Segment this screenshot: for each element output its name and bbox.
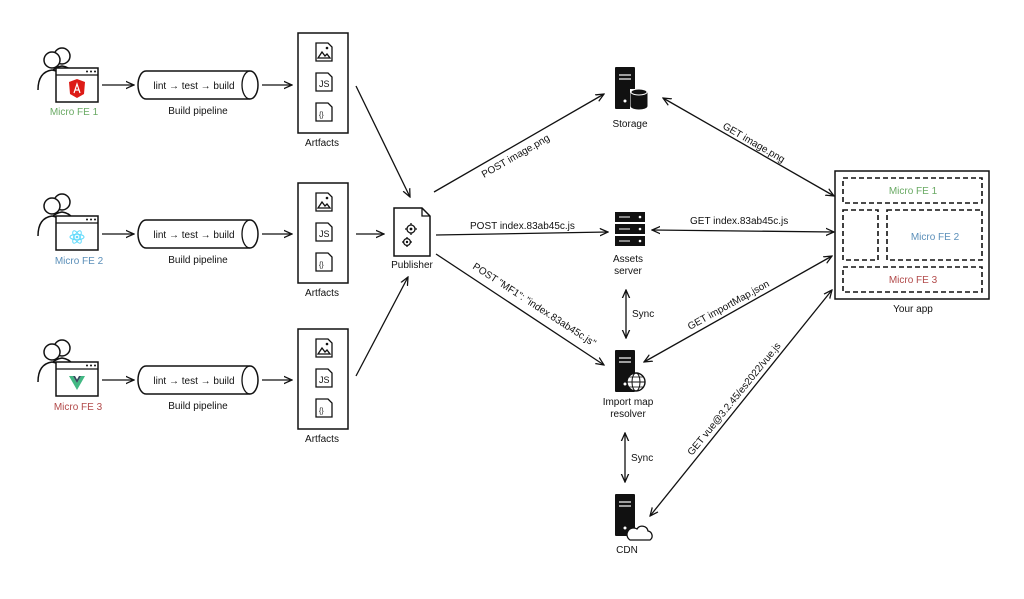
edge-publisher-storage [433,94,604,193]
edge-publisher-assets [435,232,608,235]
edge-label-get-importmap: GET importMap.json [686,279,771,333]
importmap-label-line1: Import map [603,397,654,408]
pipeline-steps: lint → test → build [153,376,234,387]
publisher-label: Publisher [391,260,433,271]
pipeline-caption: Build pipeline [168,401,228,412]
server-cloud-icon [614,493,653,541]
your-app-window [834,170,990,300]
app-region-fe2: Micro FE 2 [911,232,960,243]
pipeline-steps: lint → test → build [153,81,234,92]
build-pipeline-1: lint → test → build [137,70,259,100]
edge-app-importmap [644,256,832,362]
server-rack-icon [615,212,645,246]
artifacts-caption: Artfacts [305,288,339,299]
storage-label: Storage [612,119,647,130]
edge-label-post-index: POST index.83ab45c.js [470,221,575,232]
edge-app-cdn [650,290,832,516]
assets-label-line1: Assets [613,254,643,265]
edge-label-sync-1: Sync [632,309,654,320]
edge-label-post-mf1: POST "MF1": "index.83ab45c.js" [470,261,598,349]
edge-label-post-image: POST image.png [480,133,552,181]
artifacts-box-3: JS [297,328,349,430]
assets-label-line2: server [614,266,642,277]
artifacts-caption: Artfacts [305,434,339,445]
importmap-label-line2: resolver [610,409,646,420]
server-globe-icon [614,349,646,393]
team-label-3: Micro FE 3 [54,402,103,413]
cdn-label: CDN [616,545,638,556]
artifacts-box-2: JS [297,182,349,284]
js-file-label: JS [319,375,330,385]
react-icon [69,230,85,244]
artifacts-box-1: JS [297,32,349,134]
edge-app-storage [663,98,834,196]
edge-artifacts1-publisher [355,85,410,197]
gear-document-icon [393,207,431,257]
edge-artifacts3-publisher [355,277,408,377]
build-pipeline-2: lint → test → build [137,219,259,249]
team-icon [37,193,99,251]
artifacts-caption: Artfacts [305,138,339,149]
build-pipeline-3: lint → test → build [137,365,259,395]
edge-app-assets [652,230,834,232]
team-row-3: Micro FE 3 lint → test → build Build pip… [37,328,349,445]
team-row-2: Micro FE 2 lint → test → build Build pip… [37,182,349,299]
your-app-label: Your app [893,304,933,315]
server-database-icon [614,66,648,110]
edge-label-get-index: GET index.83ab45c.js [690,216,788,227]
pipeline-caption: Build pipeline [168,106,228,117]
team-row-1: Micro FE 1 lint → test → build Build pip… [37,32,349,149]
edge-label-get-image: GET image.png [721,121,787,165]
team-label-1: Micro FE 1 [50,107,99,118]
pipeline-caption: Build pipeline [168,255,228,266]
js-file-label: JS [319,229,330,239]
js-file-label: JS [319,79,330,89]
vue-icon [69,376,85,390]
team-label-2: Micro FE 2 [55,256,104,267]
app-region-fe3: Micro FE 3 [889,275,938,286]
edge-label-sync-2: Sync [631,453,653,464]
edge-label-get-vue: GET vue@3.2.45/es2022/vue.js [686,341,784,458]
pipeline-steps: lint → test → build [153,230,234,241]
app-region-fe1: Micro FE 1 [889,186,938,197]
angular-icon [69,79,85,98]
team-icon [37,339,99,397]
team-icon [37,47,99,103]
edge-publisher-importmap [435,253,604,365]
